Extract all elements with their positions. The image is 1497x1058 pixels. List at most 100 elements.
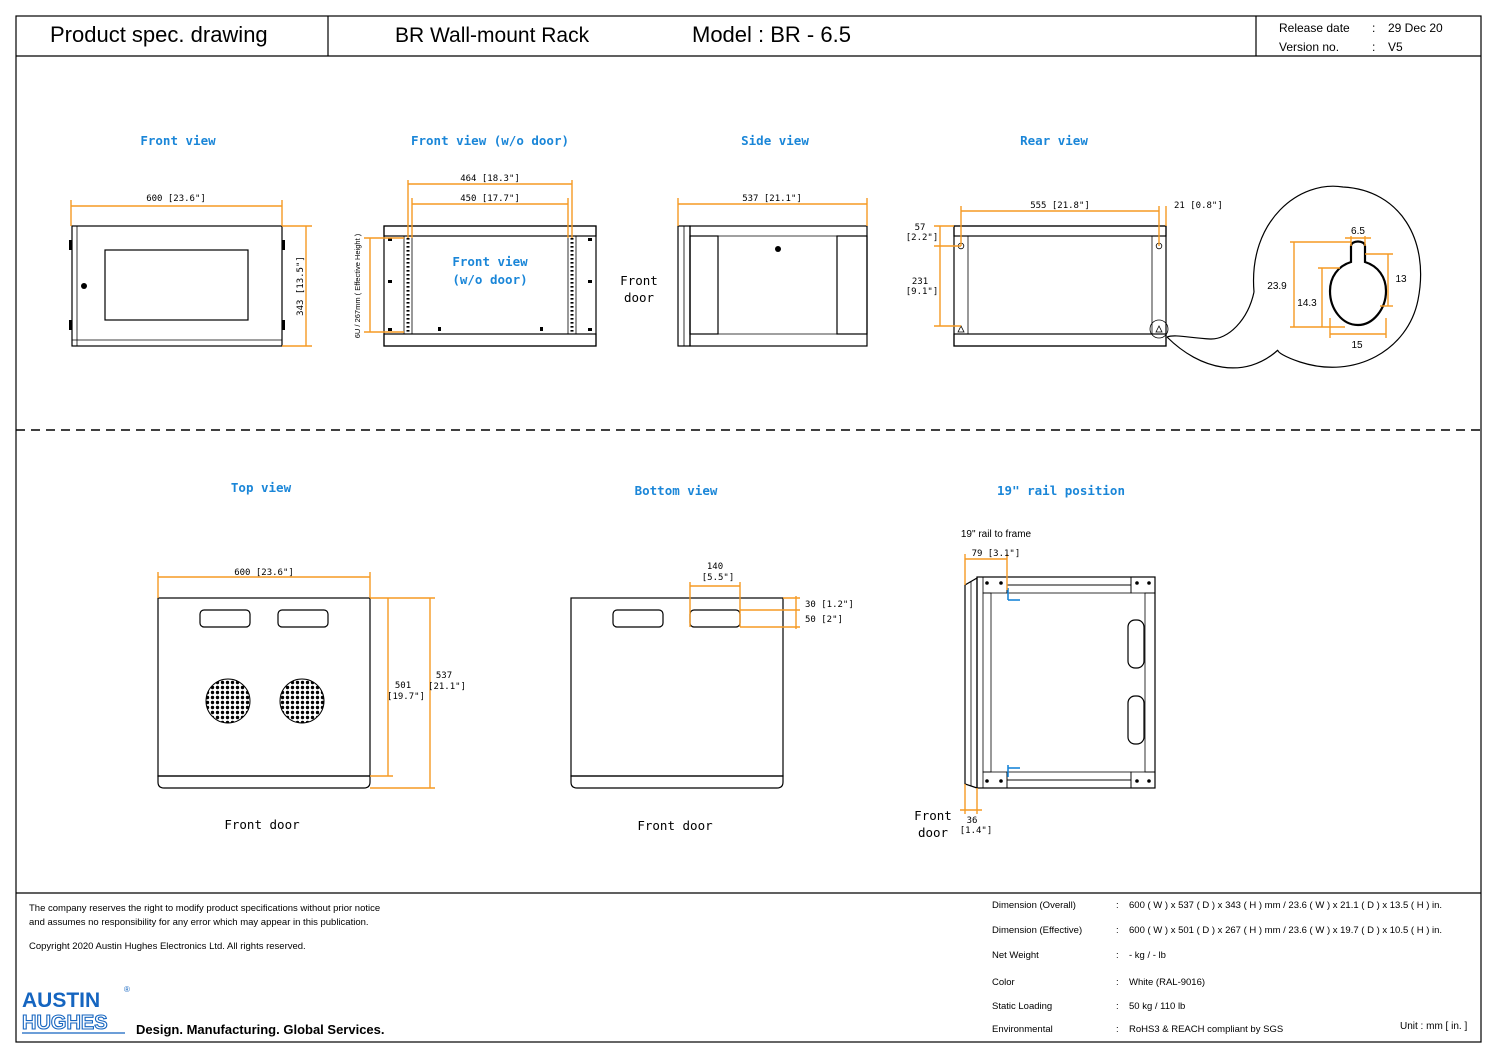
unit-note: Unit : mm [ in. ] <box>1400 1021 1467 1032</box>
spec-value: RoHS3 & REACH compliant by SGS <box>1129 1024 1283 1035</box>
side-door-label-2: door <box>624 290 655 305</box>
front-nodoor-view: Front view (w/o door) Front view (w/o do… <box>353 133 597 347</box>
spec-value: 600 ( W ) x 501 ( D ) x 267 ( H ) mm / 2… <box>1129 925 1442 936</box>
rail-to-frame-label: 19" rail to frame <box>961 529 1032 540</box>
front-nodoor-inner-dimension: 450 [17.7"] <box>411 194 569 238</box>
top-depth-dimensions: 501 [19.7"] 537 [21.1"] <box>370 597 466 789</box>
rail-dim-1: 79 <box>972 549 983 559</box>
front-width-label: 600 [23.6"] <box>146 194 206 204</box>
copyright: Copyright 2020 Austin Hughes Electronics… <box>29 941 306 952</box>
side-door-label-1: Front <box>620 273 658 288</box>
front-view-title: Front view <box>140 133 216 148</box>
front-nodoor-inner-label-2: (w/o door) <box>452 272 527 287</box>
version-label: Version no. <box>1279 40 1339 54</box>
disclaimer-line-1: The company reserves the right to modify… <box>29 903 380 914</box>
drawing-frame <box>15 15 1482 1043</box>
bottom-offset-1: 30 [1.2"] <box>805 600 854 610</box>
top-inner-depth-1: 501 <box>395 681 411 691</box>
side-view-title: Side view <box>741 133 809 148</box>
bottom-offset-dimensions: 30 [1.2"] 50 [2"] <box>740 596 854 629</box>
rail-door-dim-1: 36 <box>967 816 978 826</box>
rear-view-title: Rear view <box>1020 133 1088 148</box>
rail-view: 19" rail position 19" rail to frame <box>914 483 1156 840</box>
doc-type: Product spec. drawing <box>50 22 268 47</box>
rear-mid-dim-1: 231 <box>912 277 928 287</box>
bottom-offset-2: 50 [2"] <box>805 615 843 625</box>
spec-separator: : <box>1116 950 1119 961</box>
rear-view-body <box>953 225 1169 347</box>
keyhole-bottom-dim: 15 <box>1351 340 1363 351</box>
top-width-label: 600 [23.6"] <box>234 568 294 578</box>
disclaimer-line-2: and assumes no responsibility for any er… <box>29 917 369 928</box>
product-name: BR Wall-mount Rack <box>395 24 590 47</box>
bottom-view: Bottom view 140 [5.5"] 30 [1.2"] 50 [2"]… <box>570 483 854 833</box>
bottom-slot-dimension: 140 [5.5"] <box>689 562 741 627</box>
front-nodoor-inner-label-1: Front view <box>452 254 528 269</box>
spec-separator: : <box>1116 1001 1119 1012</box>
rail-view-title: 19" rail position <box>997 483 1125 498</box>
spec-table: Dimension (Overall):600 ( W ) x 537 ( D … <box>992 900 1442 1035</box>
release-value: 29 Dec 20 <box>1388 21 1443 35</box>
spec-label: Dimension (Overall) <box>992 900 1076 911</box>
rear-width-dimension: 555 [21.8"] 21 [0.8"] <box>960 201 1223 246</box>
front-width-dimension: 600 [23.6"] <box>70 194 283 226</box>
front-nodoor-outer-dimension: 464 [18.3"] <box>407 174 573 238</box>
front-height-dimension: 343 [13.5"] <box>282 225 312 347</box>
bottom-view-title: Bottom view <box>635 483 718 498</box>
top-view-title: Top view <box>231 480 292 495</box>
spec-label: Net Weight <box>992 950 1039 961</box>
front-nodoor-title: Front view (w/o door) <box>411 133 569 148</box>
spec-label: Environmental <box>992 1024 1053 1035</box>
tagline: Design. Manufacturing. Global Services. <box>136 1022 385 1037</box>
keyhole-detail: 6.5 23.9 13 14.3 15 <box>1166 185 1422 369</box>
rail-door-label-1: Front <box>914 808 952 823</box>
logo-mark: ® <box>124 985 130 994</box>
front-nodoor-height-dimension: 6U / 267mm ( Effective Height ) <box>353 233 404 338</box>
version-sep: : <box>1372 40 1375 54</box>
rear-width-label: 555 [21.8"] <box>1030 201 1090 211</box>
front-height-label: 343 [13.5"] <box>296 256 306 316</box>
rear-top-dim-2: [2.2"] <box>906 233 939 243</box>
title-block: Product spec. drawing BR Wall-mount Rack… <box>50 21 1443 54</box>
side-view-body <box>677 225 868 347</box>
bottom-slot-dim-2: [5.5"] <box>702 573 735 583</box>
austin-hughes-logo: AUSTIN ® HUGHES <box>21 985 130 1035</box>
front-nodoor-inner-dim-label: 450 [17.7"] <box>460 194 520 204</box>
release-label: Release date <box>1279 21 1350 35</box>
front-view-body <box>69 225 285 347</box>
spec-separator: : <box>1116 1024 1119 1035</box>
top-door-label: Front door <box>224 817 300 832</box>
keyhole-top-dim: 6.5 <box>1351 226 1365 237</box>
spec-separator: : <box>1116 900 1119 911</box>
logo-bottom: HUGHES <box>22 1012 108 1034</box>
bottom-door-label: Front door <box>637 818 713 833</box>
rear-view: Rear view 555 [21.8"] 21 [0.8"] <box>906 133 1422 369</box>
release-sep: : <box>1372 21 1375 35</box>
rear-edge-label: 21 [0.8"] <box>1174 201 1223 211</box>
spec-separator: : <box>1116 925 1119 936</box>
spec-label: Color <box>992 977 1015 988</box>
footer-left: The company reserves the right to modify… <box>21 903 385 1037</box>
keyhole-left-dim: 23.9 <box>1267 281 1287 292</box>
side-view: Side view Front door 537 [21.1"] <box>620 133 868 347</box>
logo-top: AUSTIN <box>22 989 100 1012</box>
rear-mid-dim-2: [9.1"] <box>906 287 939 297</box>
rear-top-dim-1: 57 <box>915 223 926 233</box>
side-depth-label: 537 [21.1"] <box>742 194 802 204</box>
rail-door-dim-2: [1.4"] <box>960 826 993 836</box>
top-width-dimension: 600 [23.6"] <box>157 568 371 598</box>
spec-value: 50 kg / 110 lb <box>1129 1001 1185 1012</box>
spec-value: White (RAL-9016) <box>1129 977 1205 988</box>
top-depth-2: [21.1"] <box>428 682 466 692</box>
front-nodoor-height-label: 6U / 267mm ( Effective Height ) <box>353 233 362 338</box>
top-depth-1: 537 <box>436 671 452 681</box>
rail-dimension: 79 [3.1"] <box>964 549 1020 590</box>
rear-vertical-dimensions: 57 [2.2"] 231 [9.1"] <box>906 223 961 327</box>
rail-door-label-2: door <box>918 825 949 840</box>
keyhole-inner-dim: 14.3 <box>1297 298 1317 309</box>
spec-value: - kg / - lb <box>1129 950 1166 961</box>
spec-separator: : <box>1116 977 1119 988</box>
front-nodoor-outer-label: 464 [18.3"] <box>460 174 520 184</box>
top-inner-depth-2: [19.7"] <box>387 692 425 702</box>
